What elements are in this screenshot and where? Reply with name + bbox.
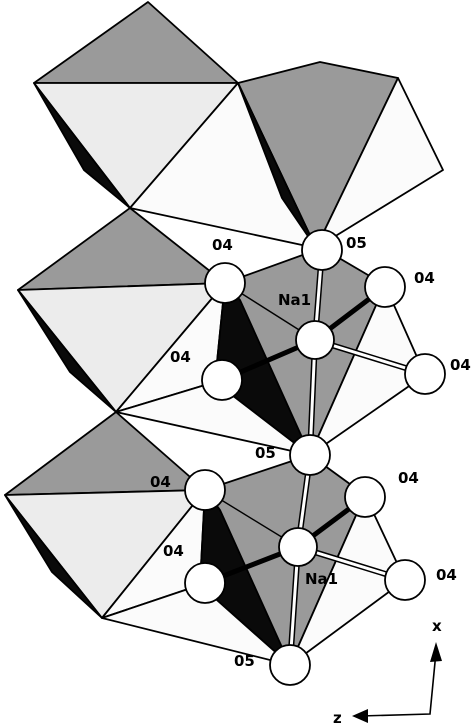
axis-lines: [359, 651, 437, 717]
atom-o4-lower-far-right: [384, 559, 426, 601]
label-o4-lower-left: 04: [150, 473, 171, 491]
tetrahedron-top-left: [33, 1, 239, 209]
label-o4-upper-right: 04: [414, 269, 435, 287]
atom-o4-lower-mid-left: [184, 562, 226, 604]
axes-indicator: x z: [333, 617, 442, 726]
label-o5-bottom: 05: [234, 652, 255, 670]
tetra-top-left-face-grey: [33, 1, 239, 84]
na-upper-face-right: [309, 284, 426, 456]
atom-na1-upper: [295, 320, 335, 360]
tetra-bot-left-face-dark: [4, 494, 103, 619]
tetrahedron-bottom-left: [4, 411, 206, 619]
tetra-mid-left-face-dark: [17, 289, 117, 413]
atom-o5-top: [301, 229, 343, 271]
atoms: [184, 229, 446, 686]
atom-o4-upper-left: [204, 262, 246, 304]
na-polyhedron-upper: [115, 247, 426, 456]
label-o5-top: 05: [346, 234, 367, 252]
axis-z-arrowhead: [352, 709, 368, 723]
label-o4-upper-far-right: 04: [450, 356, 471, 374]
atom-o4-lower-left: [184, 469, 226, 511]
na-lower-face-bottom: [101, 584, 291, 666]
axis-x-label: x: [432, 617, 442, 635]
na-lower-face-right: [289, 494, 406, 666]
atom-labels: 05 04 04 Na1 04 04 05 04 04 04 Na1 04 05: [150, 234, 471, 670]
atom-o4-upper-mid-left: [201, 359, 243, 401]
label-o4-lower-mid-left: 04: [163, 542, 184, 560]
axis-z-label: z: [333, 709, 342, 726]
label-o4-lower-far-right: 04: [436, 566, 457, 584]
tetra-top-right-face-right: [315, 77, 444, 249]
label-na1-upper: Na1: [278, 291, 311, 309]
na-upper-face-bottom: [115, 381, 311, 456]
label-o4-upper-mid-left: 04: [170, 348, 191, 366]
label-o4-upper-left: 04: [212, 236, 233, 254]
atom-o4-upper-right: [364, 266, 406, 308]
tetra-top-left-face-dark: [33, 82, 131, 209]
label-o4-lower-right: 04: [398, 469, 419, 487]
label-o5-middle: 05: [255, 444, 276, 462]
tetrahedron-top-right: [129, 61, 444, 249]
tetrahedron-middle-left: [17, 207, 226, 413]
label-na1-lower: Na1: [305, 570, 338, 588]
atom-o4-lower-right: [344, 476, 386, 518]
atom-o5-middle: [289, 434, 331, 476]
atom-o5-bottom: [269, 644, 311, 686]
atom-na1-lower: [278, 527, 318, 567]
tetra-top-right-face-dark: [237, 82, 317, 249]
axis-x-arrowhead: [430, 642, 442, 662]
atom-o4-upper-far-right: [404, 353, 446, 395]
